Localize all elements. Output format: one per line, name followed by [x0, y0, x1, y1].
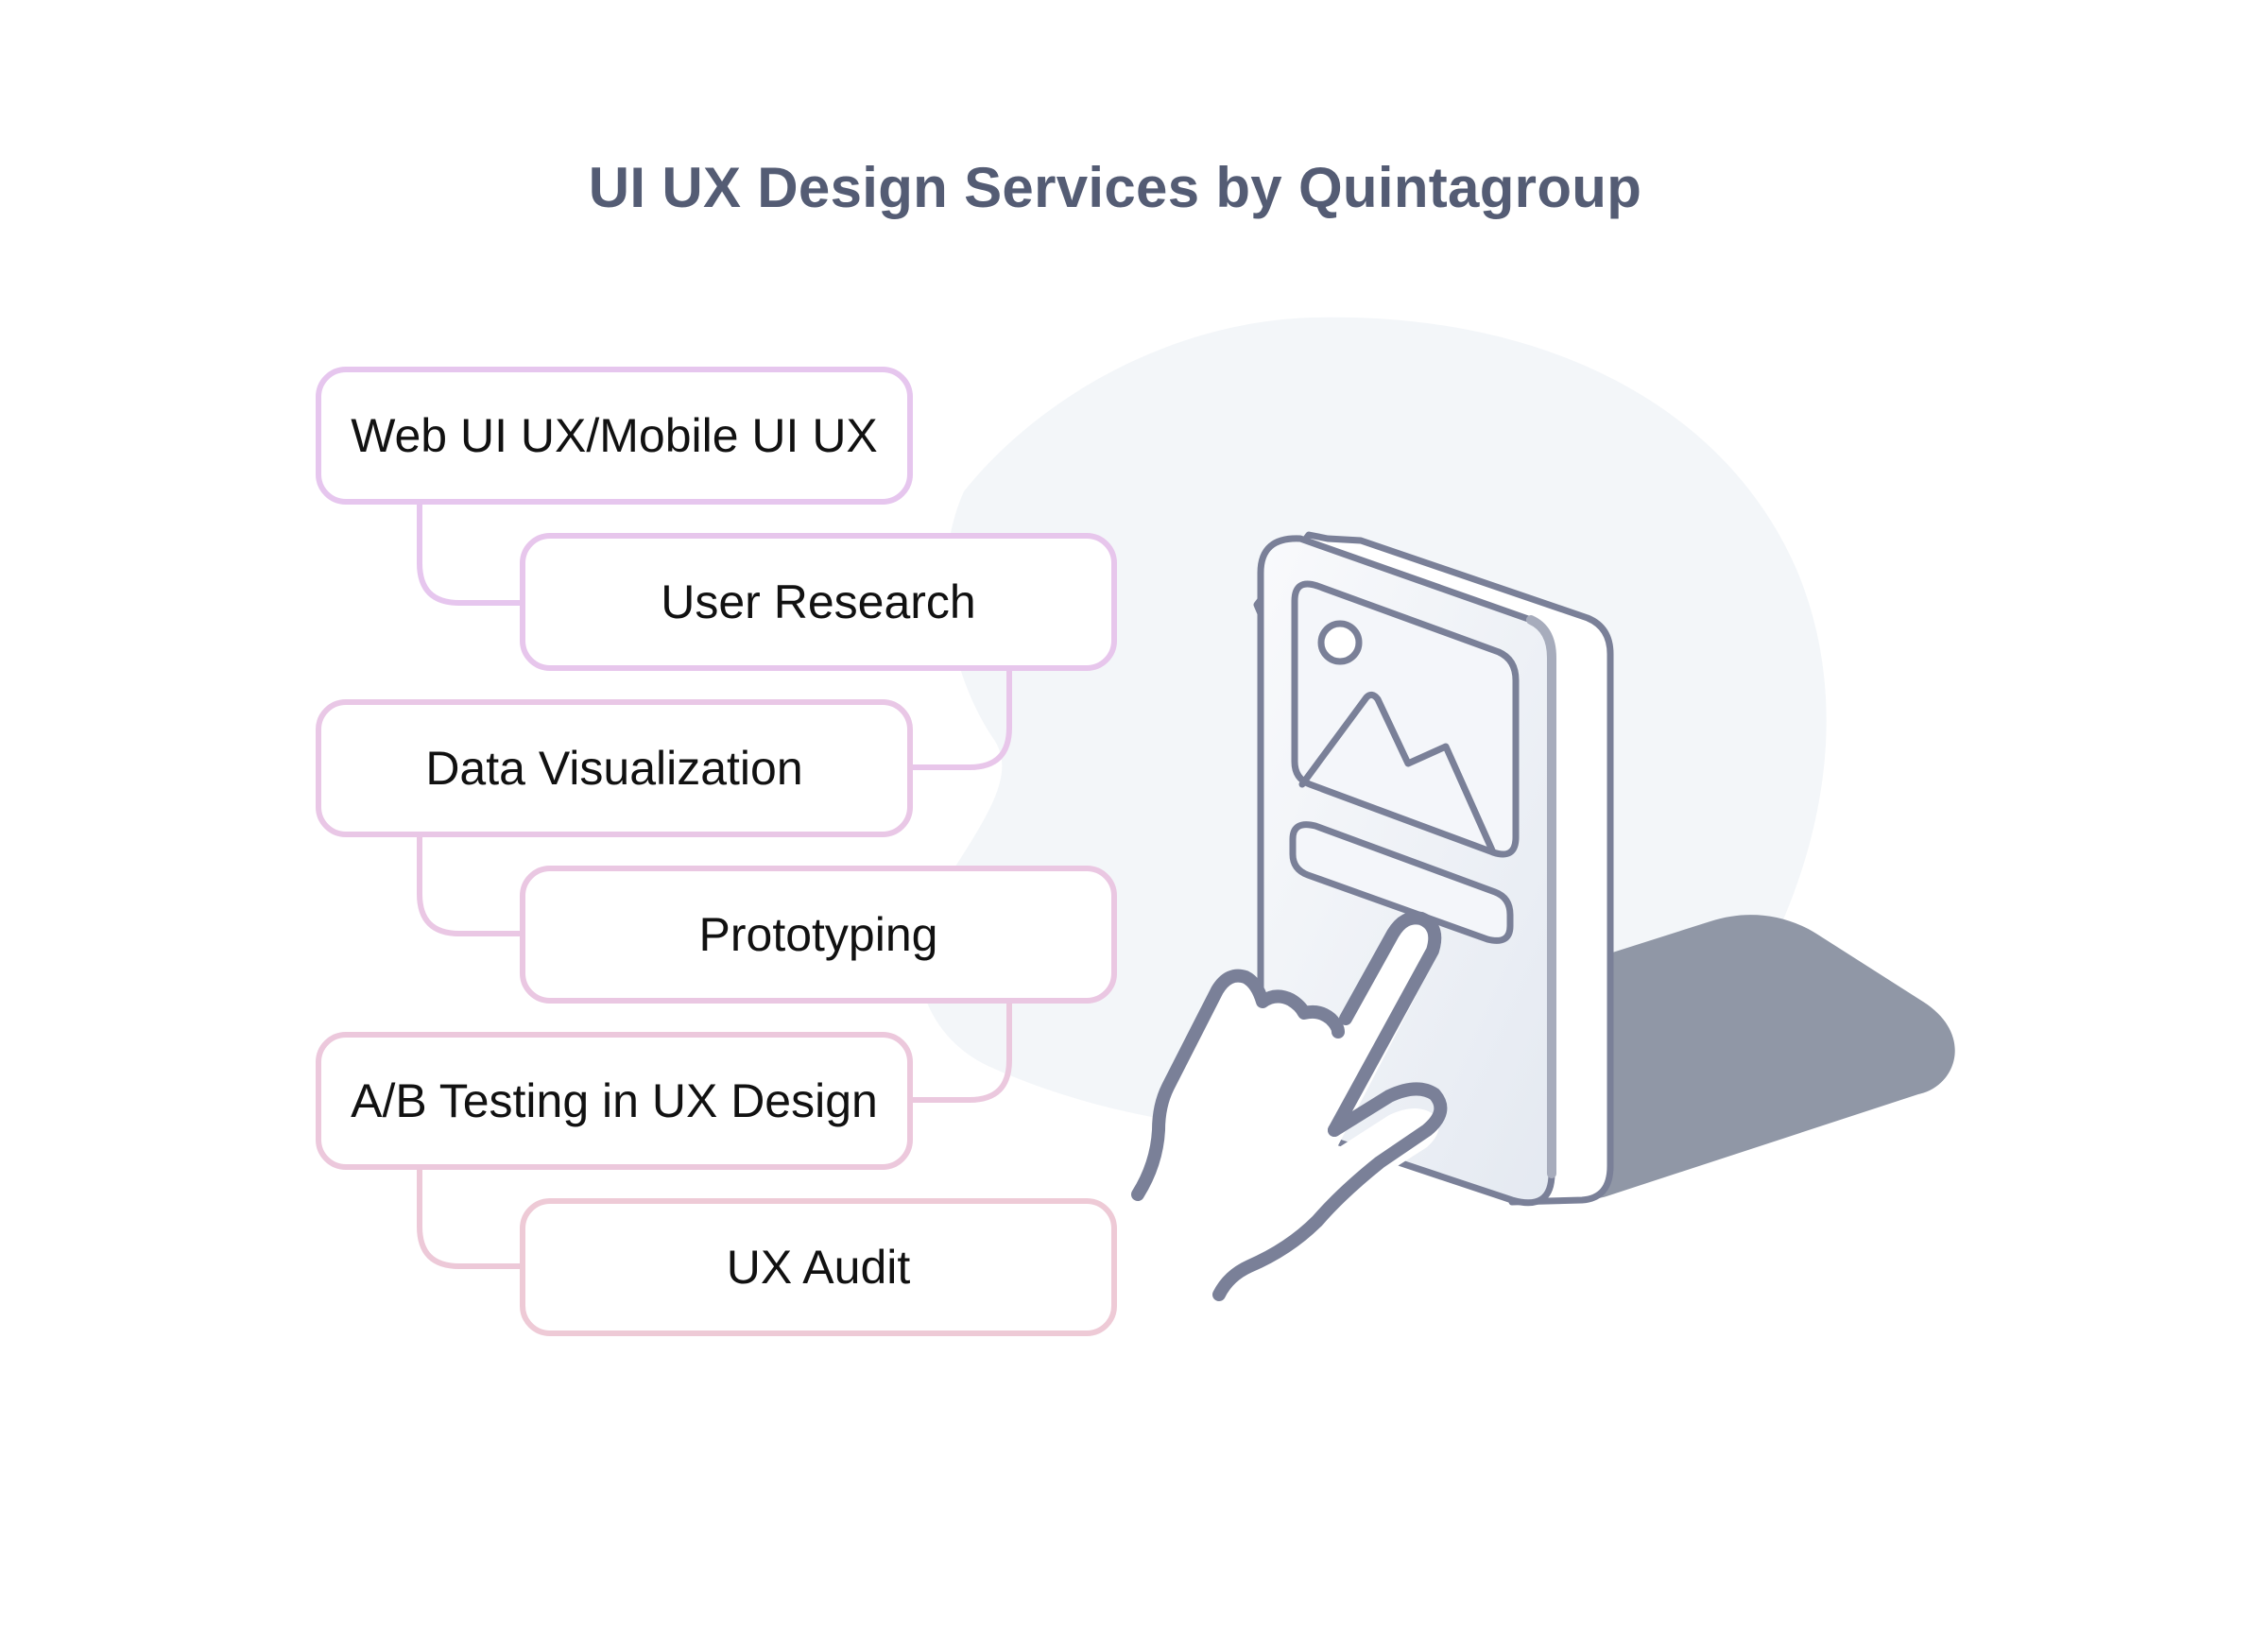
phone-shadow [1569, 915, 1955, 1199]
connector-3-4 [417, 833, 524, 936]
service-ab-testing: A/B Testing in UX Design [316, 1032, 913, 1170]
connector-5-6 [417, 1165, 524, 1269]
image-icon [1291, 580, 1520, 858]
service-web-mobile-ui-ux: Web UI UX/Mobile UI UX [316, 367, 913, 505]
service-ux-audit: UX Audit [520, 1198, 1117, 1336]
phone-edge [1526, 615, 1556, 1178]
hand-pointer-icon [1131, 911, 1448, 1304]
service-prototyping: Prototyping [520, 866, 1117, 1004]
connector-2-3 [904, 668, 1012, 770]
button-bar [1289, 821, 1514, 944]
connector-1-2 [417, 500, 524, 606]
page-title: UI UX Design Services by Quintagroup [588, 156, 1642, 219]
service-user-research: User Research [520, 533, 1117, 671]
service-data-visualization: Data Visualization [316, 699, 913, 837]
connector-4-5 [904, 999, 1012, 1103]
